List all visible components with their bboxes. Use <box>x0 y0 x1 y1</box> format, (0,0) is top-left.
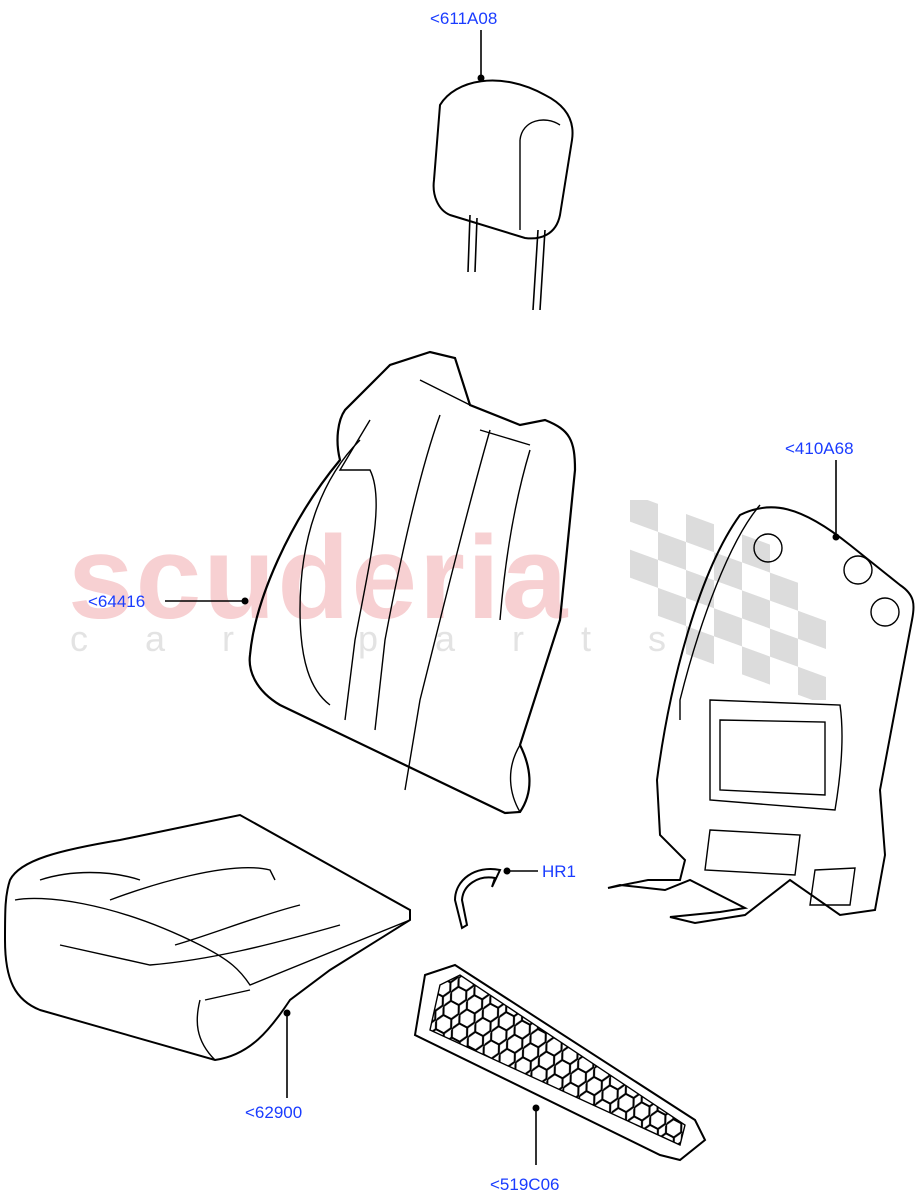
backrest-drawing <box>248 350 577 815</box>
callout-611A08[interactable]: <611A08 <box>430 9 498 28</box>
back-panel-drawing <box>607 504 915 925</box>
callout-64416[interactable]: <64416 <box>88 592 146 611</box>
clip-drawing <box>453 868 502 930</box>
headrest-drawing <box>432 79 574 311</box>
watermark-subtitle: car parts <box>70 618 724 659</box>
callout-410A68[interactable]: <410A68 <box>785 439 854 458</box>
callout-62900[interactable]: <62900 <box>245 1103 303 1122</box>
callout-519C06[interactable]: <519C06 <box>490 1175 560 1194</box>
callout-HR1[interactable]: HR1 <box>542 862 577 881</box>
watermark-brand: scuderia <box>68 512 570 644</box>
cushion-drawing <box>3 813 411 1062</box>
